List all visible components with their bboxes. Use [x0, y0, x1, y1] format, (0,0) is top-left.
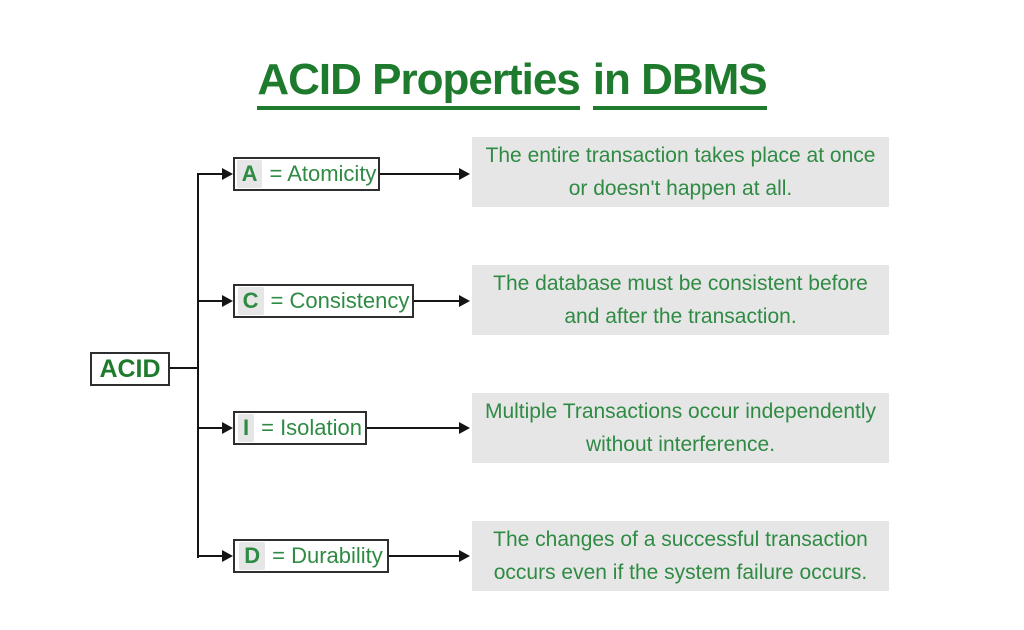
desc-connector-durability — [330, 555, 460, 557]
property-letter: A — [236, 160, 263, 188]
property-label: = Durability — [272, 543, 383, 568]
page-title-part-1: ACID Properties — [257, 55, 581, 111]
description-line: The database must be consistent before — [493, 272, 868, 295]
page-title-part-2: in DBMS — [592, 55, 768, 111]
property-label: = Consistency — [270, 288, 410, 313]
root-node-acid: ACID — [90, 352, 170, 386]
root-node-label: ACID — [99, 354, 161, 383]
description-line: occurs even if the system failure occurs… — [493, 561, 868, 584]
desc-connector-atomicity — [330, 173, 460, 175]
property-node-durability: D = Durability — [233, 539, 389, 573]
arrowhead-branch-durability — [222, 550, 233, 562]
trunk-line — [197, 173, 199, 558]
description-box-isolation: Multiple Transactions occur independentl… — [472, 393, 889, 463]
arrowhead-desc-atomicity — [459, 168, 470, 180]
arrowhead-desc-durability — [459, 550, 470, 562]
description-line: and after the transaction. — [564, 305, 797, 328]
description-line: The changes of a successful transaction — [493, 528, 868, 551]
description-line: Multiple Transactions occur independentl… — [484, 400, 877, 423]
arrowhead-branch-atomicity — [222, 168, 233, 180]
branch-line-isolation — [197, 427, 223, 429]
branch-line-durability — [197, 555, 223, 557]
property-letter: C — [237, 287, 264, 315]
desc-connector-isolation — [330, 427, 460, 429]
property-letter: D — [239, 542, 266, 570]
property-label: = Atomicity — [269, 161, 377, 186]
arrowhead-branch-isolation — [222, 422, 233, 434]
description-box-durability: The changes of a successful transaction … — [472, 521, 889, 591]
description-line: The entire transaction takes place at on… — [485, 144, 876, 167]
arrowhead-desc-isolation — [459, 422, 470, 434]
description-line: or doesn't happen at all. — [568, 177, 793, 200]
branch-line-consistency — [197, 300, 223, 302]
property-node-isolation: I = Isolation — [233, 411, 367, 445]
arrowhead-branch-consistency — [222, 295, 233, 307]
root-connector-line — [170, 367, 198, 369]
property-label: = Isolation — [261, 415, 363, 440]
arrowhead-desc-consistency — [459, 295, 470, 307]
description-box-consistency: The database must be consistent before a… — [472, 265, 889, 335]
property-letter: I — [237, 414, 255, 442]
description-box-atomicity: The entire transaction takes place at on… — [472, 137, 889, 207]
description-line: without interference. — [585, 433, 776, 456]
property-node-consistency: C = Consistency — [233, 284, 414, 318]
property-node-atomicity: A = Atomicity — [233, 157, 380, 191]
branch-line-atomicity — [197, 173, 223, 175]
